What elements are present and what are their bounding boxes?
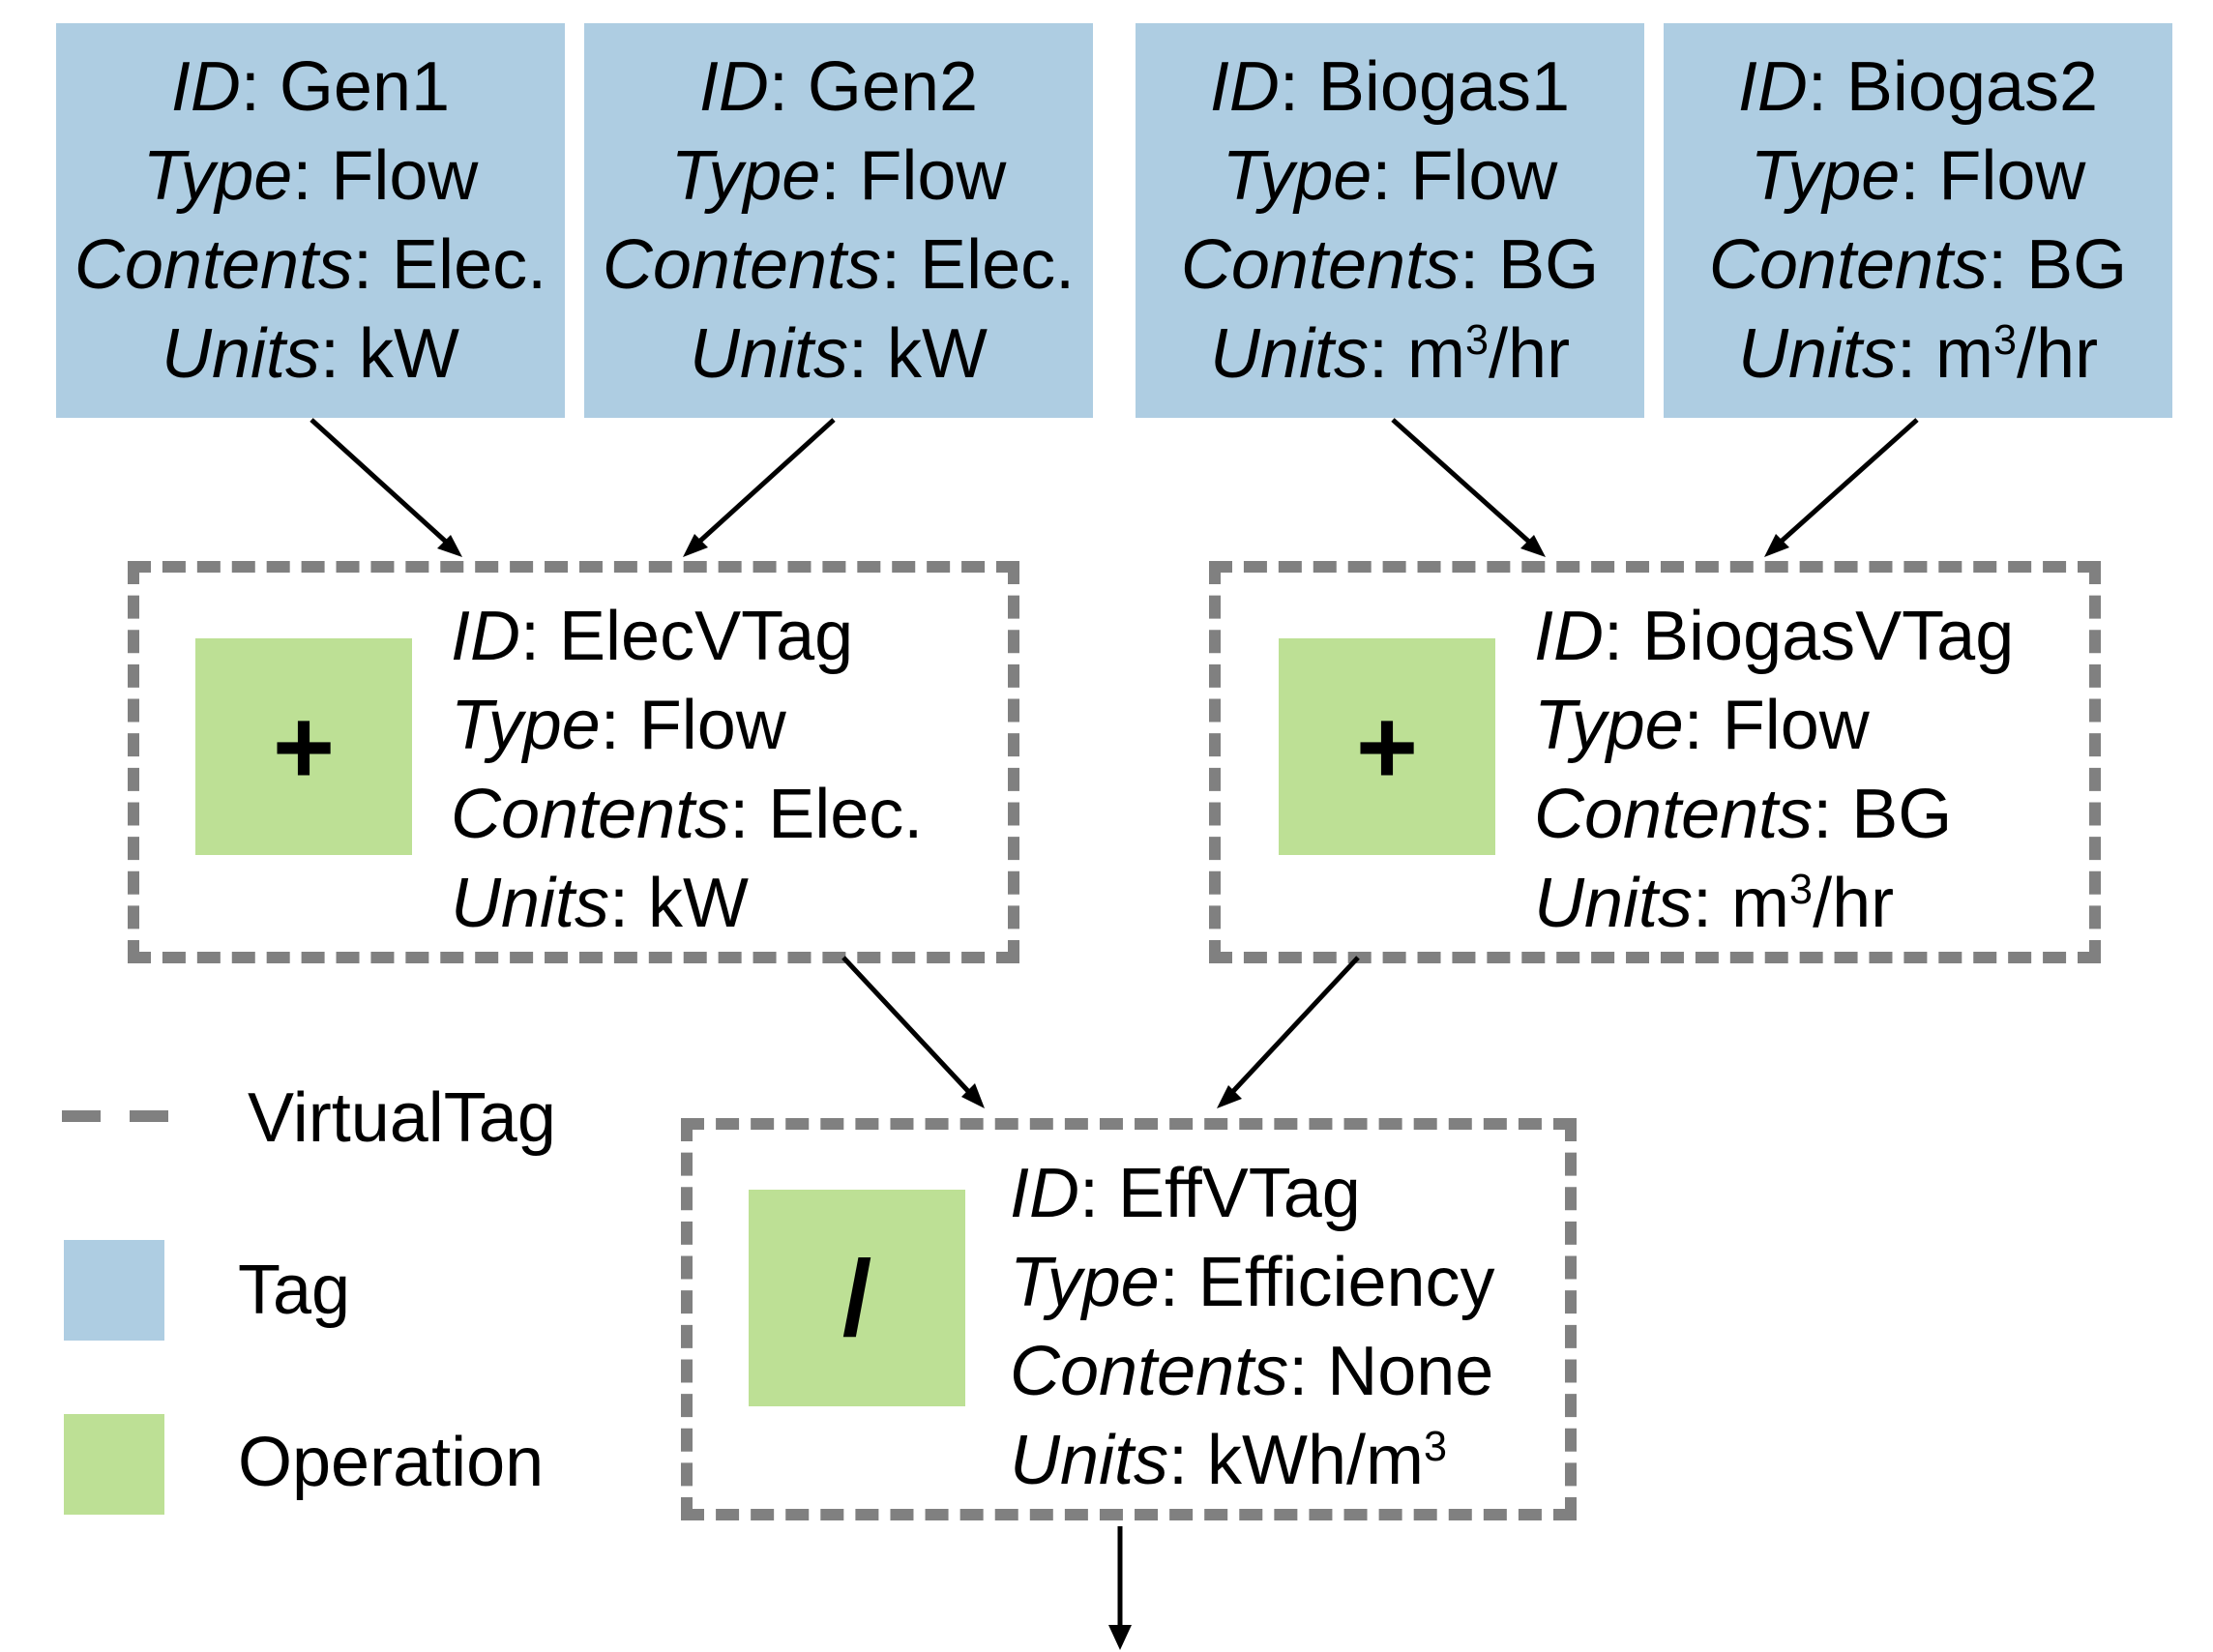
legend-tag-swatch	[64, 1240, 164, 1341]
id-key: ID	[1010, 1155, 1079, 1232]
id-value: : BiogasVTag	[1604, 598, 2015, 675]
tag-box-biogas1: ID: Biogas1 Type: Flow Contents: BG Unit…	[1136, 23, 1644, 418]
id-key: ID	[698, 48, 769, 126]
arrowhead	[1217, 1085, 1242, 1108]
legend-virtualtag-dash	[62, 1110, 168, 1122]
units-key: Units	[1534, 865, 1694, 942]
contents-key: Contents	[74, 226, 354, 304]
units-superscript: 3	[1992, 317, 2018, 365]
id-key: ID	[1534, 598, 1604, 675]
arrow-biogasvtag-to-effvtag	[1221, 956, 1360, 1105]
id-key: ID	[451, 598, 520, 675]
arrow-gen1-to-elecvtag	[310, 418, 458, 553]
type-key: Type	[1222, 137, 1372, 215]
id-key: ID	[170, 48, 241, 126]
units-value: : m	[1369, 315, 1465, 393]
type-value: : Flow	[820, 137, 1007, 215]
units-value: : kW	[320, 315, 459, 393]
arrowhead	[683, 534, 708, 557]
units-key: Units	[1010, 1422, 1169, 1499]
contents-key: Contents	[1534, 776, 1814, 853]
contents-key: Contents	[1180, 226, 1461, 304]
type-key: Type	[1750, 137, 1901, 215]
units-tail: /hr	[1489, 315, 1571, 393]
units-superscript: 3	[1464, 317, 1490, 365]
legend-label-tag: Tag	[238, 1252, 351, 1329]
operation-divide-eff: /	[749, 1190, 965, 1406]
operation-add-elec: +	[195, 638, 412, 855]
units-value: : kWh/m	[1168, 1422, 1425, 1499]
arrow-elecvtag-to-effvtag	[841, 956, 981, 1105]
arrowhead	[1520, 535, 1546, 557]
type-value: : Efficiency	[1159, 1244, 1495, 1321]
id-value: : Gen1	[240, 48, 451, 126]
arrow-gen2-to-elecvtag	[687, 418, 836, 553]
contents-key: Contents	[1010, 1333, 1289, 1410]
contents-value: : BG	[1988, 226, 2128, 304]
type-value: : Flow	[1900, 137, 2086, 215]
legend-label-virtualtag: VirtualTag	[248, 1079, 556, 1157]
legend-operation-swatch	[64, 1414, 164, 1515]
arrowhead	[961, 1083, 985, 1108]
contents-value: : Elec.	[729, 776, 924, 853]
type-key: Type	[1010, 1244, 1160, 1321]
units-superscript: 3	[1789, 867, 1814, 914]
units-superscript: 3	[1424, 1424, 1448, 1471]
id-value: : ElecVTag	[520, 598, 854, 675]
contents-key: Contents	[602, 226, 882, 304]
type-value: : Flow	[292, 137, 479, 215]
operation-symbol: /	[841, 1238, 872, 1358]
type-value: : Flow	[1372, 137, 1558, 215]
units-key: Units	[689, 315, 849, 393]
id-value: : Biogas1	[1279, 48, 1571, 126]
units-key: Units	[1737, 315, 1897, 393]
tag-box-biogas2: ID: Biogas2 Type: Flow Contents: BG Unit…	[1664, 23, 2172, 418]
type-key: Type	[1534, 687, 1684, 764]
legend-label-operation: Operation	[238, 1424, 545, 1501]
tag-box-gen1: ID: Gen1 Type: Flow Contents: Elec. Unit…	[56, 23, 565, 418]
operation-add-biogas: +	[1279, 638, 1495, 855]
units-key: Units	[451, 865, 610, 942]
type-key: Type	[451, 687, 601, 764]
type-key: Type	[142, 137, 293, 215]
tag-box-gen2: ID: Gen2 Type: Flow Contents: Elec. Unit…	[584, 23, 1093, 418]
contents-key: Contents	[1708, 226, 1989, 304]
contents-value: : Elec.	[881, 226, 1076, 304]
type-key: Type	[670, 137, 821, 215]
contents-value: : None	[1288, 1333, 1494, 1410]
type-value: : Flow	[1683, 687, 1870, 764]
operation-symbol: +	[272, 687, 336, 807]
contents-value: : BG	[1813, 776, 1953, 853]
id-value: : Gen2	[768, 48, 979, 126]
arrow-biogas2-to-biogasvtag	[1768, 418, 1919, 553]
contents-value: : Elec.	[353, 226, 547, 304]
virtual-tag-info-elec: ID: ElecVTag Type: Flow Contents: Elec. …	[451, 592, 923, 948]
operation-symbol: +	[1355, 687, 1419, 807]
units-value: : kW	[609, 865, 750, 942]
units-value: : m	[1897, 315, 1993, 393]
id-value: : EffVTag	[1079, 1155, 1361, 1232]
units-tail: /hr	[1813, 865, 1895, 942]
virtual-tag-info-biogas: ID: BiogasVTag Type: Flow Contents: BG U…	[1534, 592, 2014, 948]
units-value: : m	[1693, 865, 1790, 942]
id-key: ID	[1737, 48, 1808, 126]
contents-key: Contents	[451, 776, 730, 853]
units-key: Units	[1209, 315, 1369, 393]
id-value: : Biogas2	[1807, 48, 2099, 126]
type-value: : Flow	[600, 687, 786, 764]
arrowhead	[1764, 534, 1789, 557]
id-key: ID	[1209, 48, 1280, 126]
contents-value: : BG	[1460, 226, 1600, 304]
units-key: Units	[161, 315, 321, 393]
virtual-tag-info-eff: ID: EffVTag Type: Efficiency Contents: N…	[1010, 1149, 1495, 1505]
units-tail: /hr	[2017, 315, 2099, 393]
arrowhead	[1108, 1625, 1132, 1650]
arrowhead	[437, 535, 462, 557]
units-value: : kW	[848, 315, 988, 393]
arrow-biogas1-to-biogasvtag	[1391, 418, 1542, 553]
